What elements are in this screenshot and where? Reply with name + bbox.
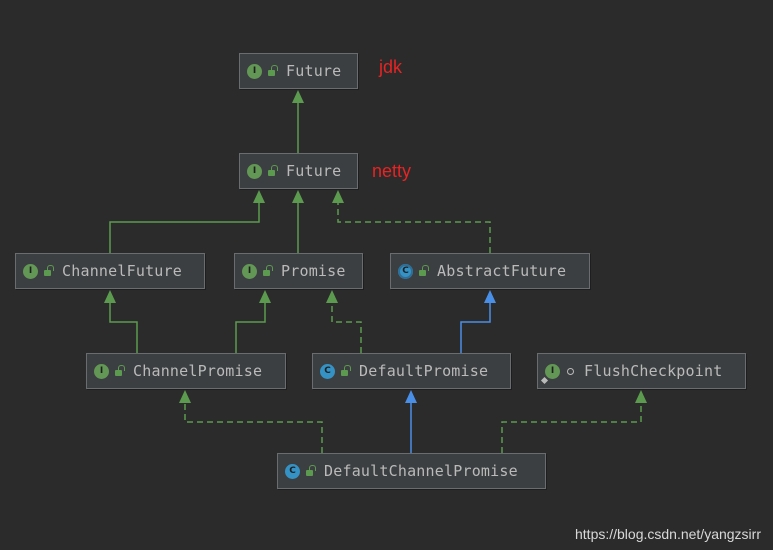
node-label: FlushCheckpoint [584, 362, 723, 380]
public-lock-icon [306, 465, 316, 477]
edge-default_promise-to-promise [331, 302, 362, 353]
edge-default_channel_promise-to-channel_promise [184, 402, 323, 453]
arrowhead-promise-to-future_netty [292, 190, 304, 203]
abstract-class-icon: C [398, 263, 413, 279]
node-abstract-future[interactable]: C AbstractFuture [390, 253, 590, 289]
arrowhead-abstract_future-to-future_netty [332, 190, 344, 203]
edge-channel_future-to-future_netty [109, 202, 260, 253]
public-lock-icon [44, 265, 54, 277]
edge-default_channel_promise-to-flush_checkpoint [501, 402, 642, 453]
node-label: DefaultPromise [359, 362, 489, 380]
public-lock-icon [263, 265, 273, 277]
node-label: ChannelFuture [62, 262, 182, 280]
node-label: ChannelPromise [133, 362, 263, 380]
public-lock-icon [341, 365, 351, 377]
annotation-netty: netty [372, 161, 412, 181]
public-lock-icon [419, 265, 429, 277]
package-private-icon [566, 365, 575, 377]
arrowhead-default_promise-to-abstract_future [484, 290, 496, 303]
node-default-promise[interactable]: C DefaultPromise [312, 353, 511, 389]
watermark-url: https://blog.csdn.net/yangzsirr [575, 526, 761, 542]
node-label: Future [286, 62, 342, 80]
annotation-jdk: jdk [379, 57, 403, 77]
public-lock-icon [268, 165, 278, 177]
interface-icon: I [94, 363, 109, 379]
node-label: Promise [281, 262, 346, 280]
node-label: AbstractFuture [437, 262, 567, 280]
public-lock-icon [268, 65, 278, 77]
arrowhead-future_netty-to-future_jdk [292, 90, 304, 103]
arrowhead-default_channel_promise-to-channel_promise [179, 390, 191, 403]
arrowhead-channel_promise-to-promise [259, 290, 271, 303]
interface-icon: I [540, 363, 560, 384]
node-label: DefaultChannelPromise [324, 462, 518, 480]
node-default-channel-promise[interactable]: C DefaultChannelPromise [277, 453, 546, 489]
node-channel-future[interactable]: I ChannelFuture [15, 253, 205, 289]
arrowhead-channel_promise-to-channel_future [104, 290, 116, 303]
node-channel-promise[interactable]: I ChannelPromise [86, 353, 286, 389]
node-future-netty[interactable]: I Future [239, 153, 358, 189]
arrowhead-default_channel_promise-to-default_promise [405, 390, 417, 403]
arrowhead-default_promise-to-promise [326, 290, 338, 303]
edge-default_promise-to-abstract_future [460, 302, 491, 353]
class-icon: C [285, 463, 300, 479]
edge-channel_promise-to-channel_future [109, 302, 138, 353]
edge-abstract_future-to-future_netty [337, 202, 491, 253]
interface-icon: I [247, 63, 262, 79]
interface-icon: I [247, 163, 262, 179]
edge-channel_promise-to-promise [235, 302, 266, 353]
interface-icon: I [23, 263, 38, 279]
public-lock-icon [115, 365, 125, 377]
interface-icon: I [242, 263, 257, 279]
arrowhead-channel_future-to-future_netty [253, 190, 265, 203]
node-flush-checkpoint[interactable]: I FlushCheckpoint [537, 353, 746, 389]
arrowhead-default_channel_promise-to-flush_checkpoint [635, 390, 647, 403]
node-label: Future [286, 162, 342, 180]
node-future-jdk[interactable]: I Future [239, 53, 358, 89]
node-promise[interactable]: I Promise [234, 253, 363, 289]
class-icon: C [320, 363, 335, 379]
